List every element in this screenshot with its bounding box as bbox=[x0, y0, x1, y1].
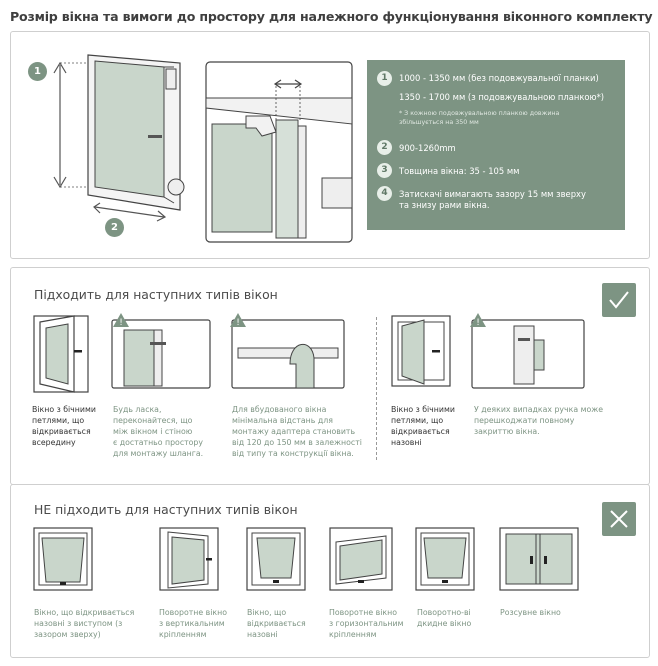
caption-line: Для вбудованого вікна bbox=[232, 405, 327, 414]
caption-line: від типу та конструкції вікна. bbox=[232, 449, 354, 458]
caption-line: відкривається bbox=[32, 427, 91, 436]
sliding-window-icon bbox=[499, 527, 579, 591]
built-in-window-illustration bbox=[231, 319, 345, 389]
spec-2-line1: 900-1260mm bbox=[399, 143, 456, 153]
spec-4-number: 4 bbox=[377, 186, 392, 201]
caption-line: петлями, що bbox=[32, 416, 85, 425]
spec-4-line1: Затискачі вимагають зазору 15 мм зверху bbox=[399, 189, 586, 199]
caption-line: дкидне вікно bbox=[417, 619, 472, 628]
caption-line: є достатньо простору bbox=[113, 438, 203, 447]
caption-line: Будь ласка, bbox=[113, 405, 162, 414]
suitable-caption-2: Будь ласка, переконайтеся, що між вікном… bbox=[113, 404, 223, 459]
unsuitable-caption-6: Розсувне вікно bbox=[500, 607, 580, 618]
svg-text:!: ! bbox=[476, 318, 480, 328]
window-front-illustration bbox=[53, 54, 185, 222]
caption-line: від 120 до 150 мм в залежності bbox=[232, 438, 362, 447]
caption-line: Поворотно-ві bbox=[417, 608, 471, 617]
caption-line: зазором зверху) bbox=[34, 630, 101, 639]
spec-3-line1: Товщина вікна: 35 - 105 мм bbox=[399, 166, 520, 176]
suitable-caption-5: У деяких випадках ручка може перешкоджат… bbox=[474, 404, 624, 437]
outward-projecting-window-icon bbox=[33, 527, 93, 591]
caption-line: петлями, що bbox=[391, 416, 444, 425]
unsuitable-caption-2: Поворотне вікно з вертикальним кріплення… bbox=[159, 607, 245, 640]
unsuitable-title: НЕ підходить для наступних типів вікон bbox=[34, 502, 298, 517]
caption-line: з вертикальним bbox=[159, 619, 225, 628]
hose-space-illustration bbox=[111, 319, 211, 389]
vertical-pivot-window-icon bbox=[159, 527, 219, 591]
caption-line: У деяких випадках ручка може bbox=[474, 405, 604, 414]
unsuitable-caption-3: Вікно, що відкривається назовні bbox=[247, 607, 327, 640]
caption-line: кріпленням bbox=[159, 630, 207, 639]
warning-icon: ! bbox=[230, 313, 246, 328]
caption-line: всередину bbox=[32, 438, 76, 447]
spec-1-line2: 1350 - 1700 мм (з подовжувальною планкою… bbox=[399, 92, 605, 102]
tilt-turn-window-icon bbox=[415, 527, 475, 591]
caption-line: з горизонтальним bbox=[329, 619, 404, 628]
caption-line: Вікно з бічними bbox=[32, 405, 96, 414]
badge-1: 1 bbox=[28, 62, 47, 81]
caption-line: мінімальна відстань для bbox=[232, 416, 333, 425]
caption-line: перешкоджати повному bbox=[474, 416, 575, 425]
suitable-caption-4: Вікно з бічними петлями, що відкриваєтьс… bbox=[391, 404, 471, 448]
page-title: Розмір вікна та вимоги до простору для н… bbox=[10, 9, 653, 24]
caption-line: між вікном і стіною bbox=[113, 427, 193, 436]
suitable-title: Підходить для наступних типів вікон bbox=[34, 287, 278, 302]
spec-3-number: 3 bbox=[377, 163, 392, 178]
specs-box: 1 1000 - 1350 мм (без подовжувальної пла… bbox=[367, 60, 625, 230]
outward-side-hinge-window-icon bbox=[391, 315, 451, 387]
cross-icon bbox=[602, 502, 636, 536]
warning-icon: ! bbox=[470, 313, 486, 328]
spec-1-note1: * З кожною подовжувальною планкою довжин… bbox=[399, 110, 560, 117]
spec-1-line1: 1000 - 1350 мм (без подовжувальної планк… bbox=[399, 73, 599, 83]
unsuitable-caption-4: Поворотне вікно з горизонтальним кріплен… bbox=[329, 607, 415, 640]
spec-1-number: 1 bbox=[377, 71, 392, 86]
caption-line: Вікно, що bbox=[247, 608, 287, 617]
caption-line: Розсувне вікно bbox=[500, 608, 561, 617]
svg-text:!: ! bbox=[119, 318, 123, 328]
caption-line: Поворотне вікно bbox=[159, 608, 227, 617]
caption-line: кріпленням bbox=[329, 630, 377, 639]
check-icon bbox=[602, 283, 636, 317]
caption-line: назовні bbox=[391, 438, 422, 447]
caption-line: відкривається bbox=[247, 619, 306, 628]
caption-line: переконайтеся, що bbox=[113, 416, 193, 425]
caption-line: Поворотне вікно bbox=[329, 608, 397, 617]
caption-line: монтажу адаптера становить bbox=[232, 427, 356, 436]
inward-side-hinge-window-icon bbox=[33, 315, 89, 393]
caption-line: Вікно, що відкривається bbox=[34, 608, 135, 617]
warning-icon: ! bbox=[113, 313, 129, 328]
svg-text:!: ! bbox=[236, 318, 240, 328]
spec-1-note2: збільшується на 350 мм bbox=[399, 119, 479, 126]
suitable-caption-1: Вікно з бічними петлями, що відкриваєтьс… bbox=[32, 404, 112, 448]
caption-line: назовні bbox=[247, 630, 278, 639]
caption-line: назовні з виступом (з bbox=[34, 619, 123, 628]
horizontal-pivot-window-icon bbox=[329, 527, 393, 591]
unsuitable-caption-5: Поворотно-ві дкидне вікно bbox=[417, 607, 487, 629]
spec-4-line2: та знизу рами вікна. bbox=[399, 200, 490, 210]
badge-2: 2 bbox=[105, 218, 124, 237]
window-detail-illustration bbox=[205, 61, 353, 243]
handle-obstruction-illustration bbox=[471, 319, 585, 389]
caption-line: Вікно з бічними bbox=[391, 405, 455, 414]
suitable-caption-3: Для вбудованого вікна мінімальна відстан… bbox=[232, 404, 372, 459]
caption-line: для монтажу шланга. bbox=[113, 449, 204, 458]
caption-line: відкривається bbox=[391, 427, 450, 436]
spec-2-number: 2 bbox=[377, 140, 392, 155]
caption-line: закриттю вікна. bbox=[474, 427, 540, 436]
divider bbox=[376, 317, 377, 460]
unsuitable-caption-1: Вікно, що відкривається назовні з виступ… bbox=[34, 607, 152, 640]
outward-opening-window-icon bbox=[246, 527, 306, 591]
